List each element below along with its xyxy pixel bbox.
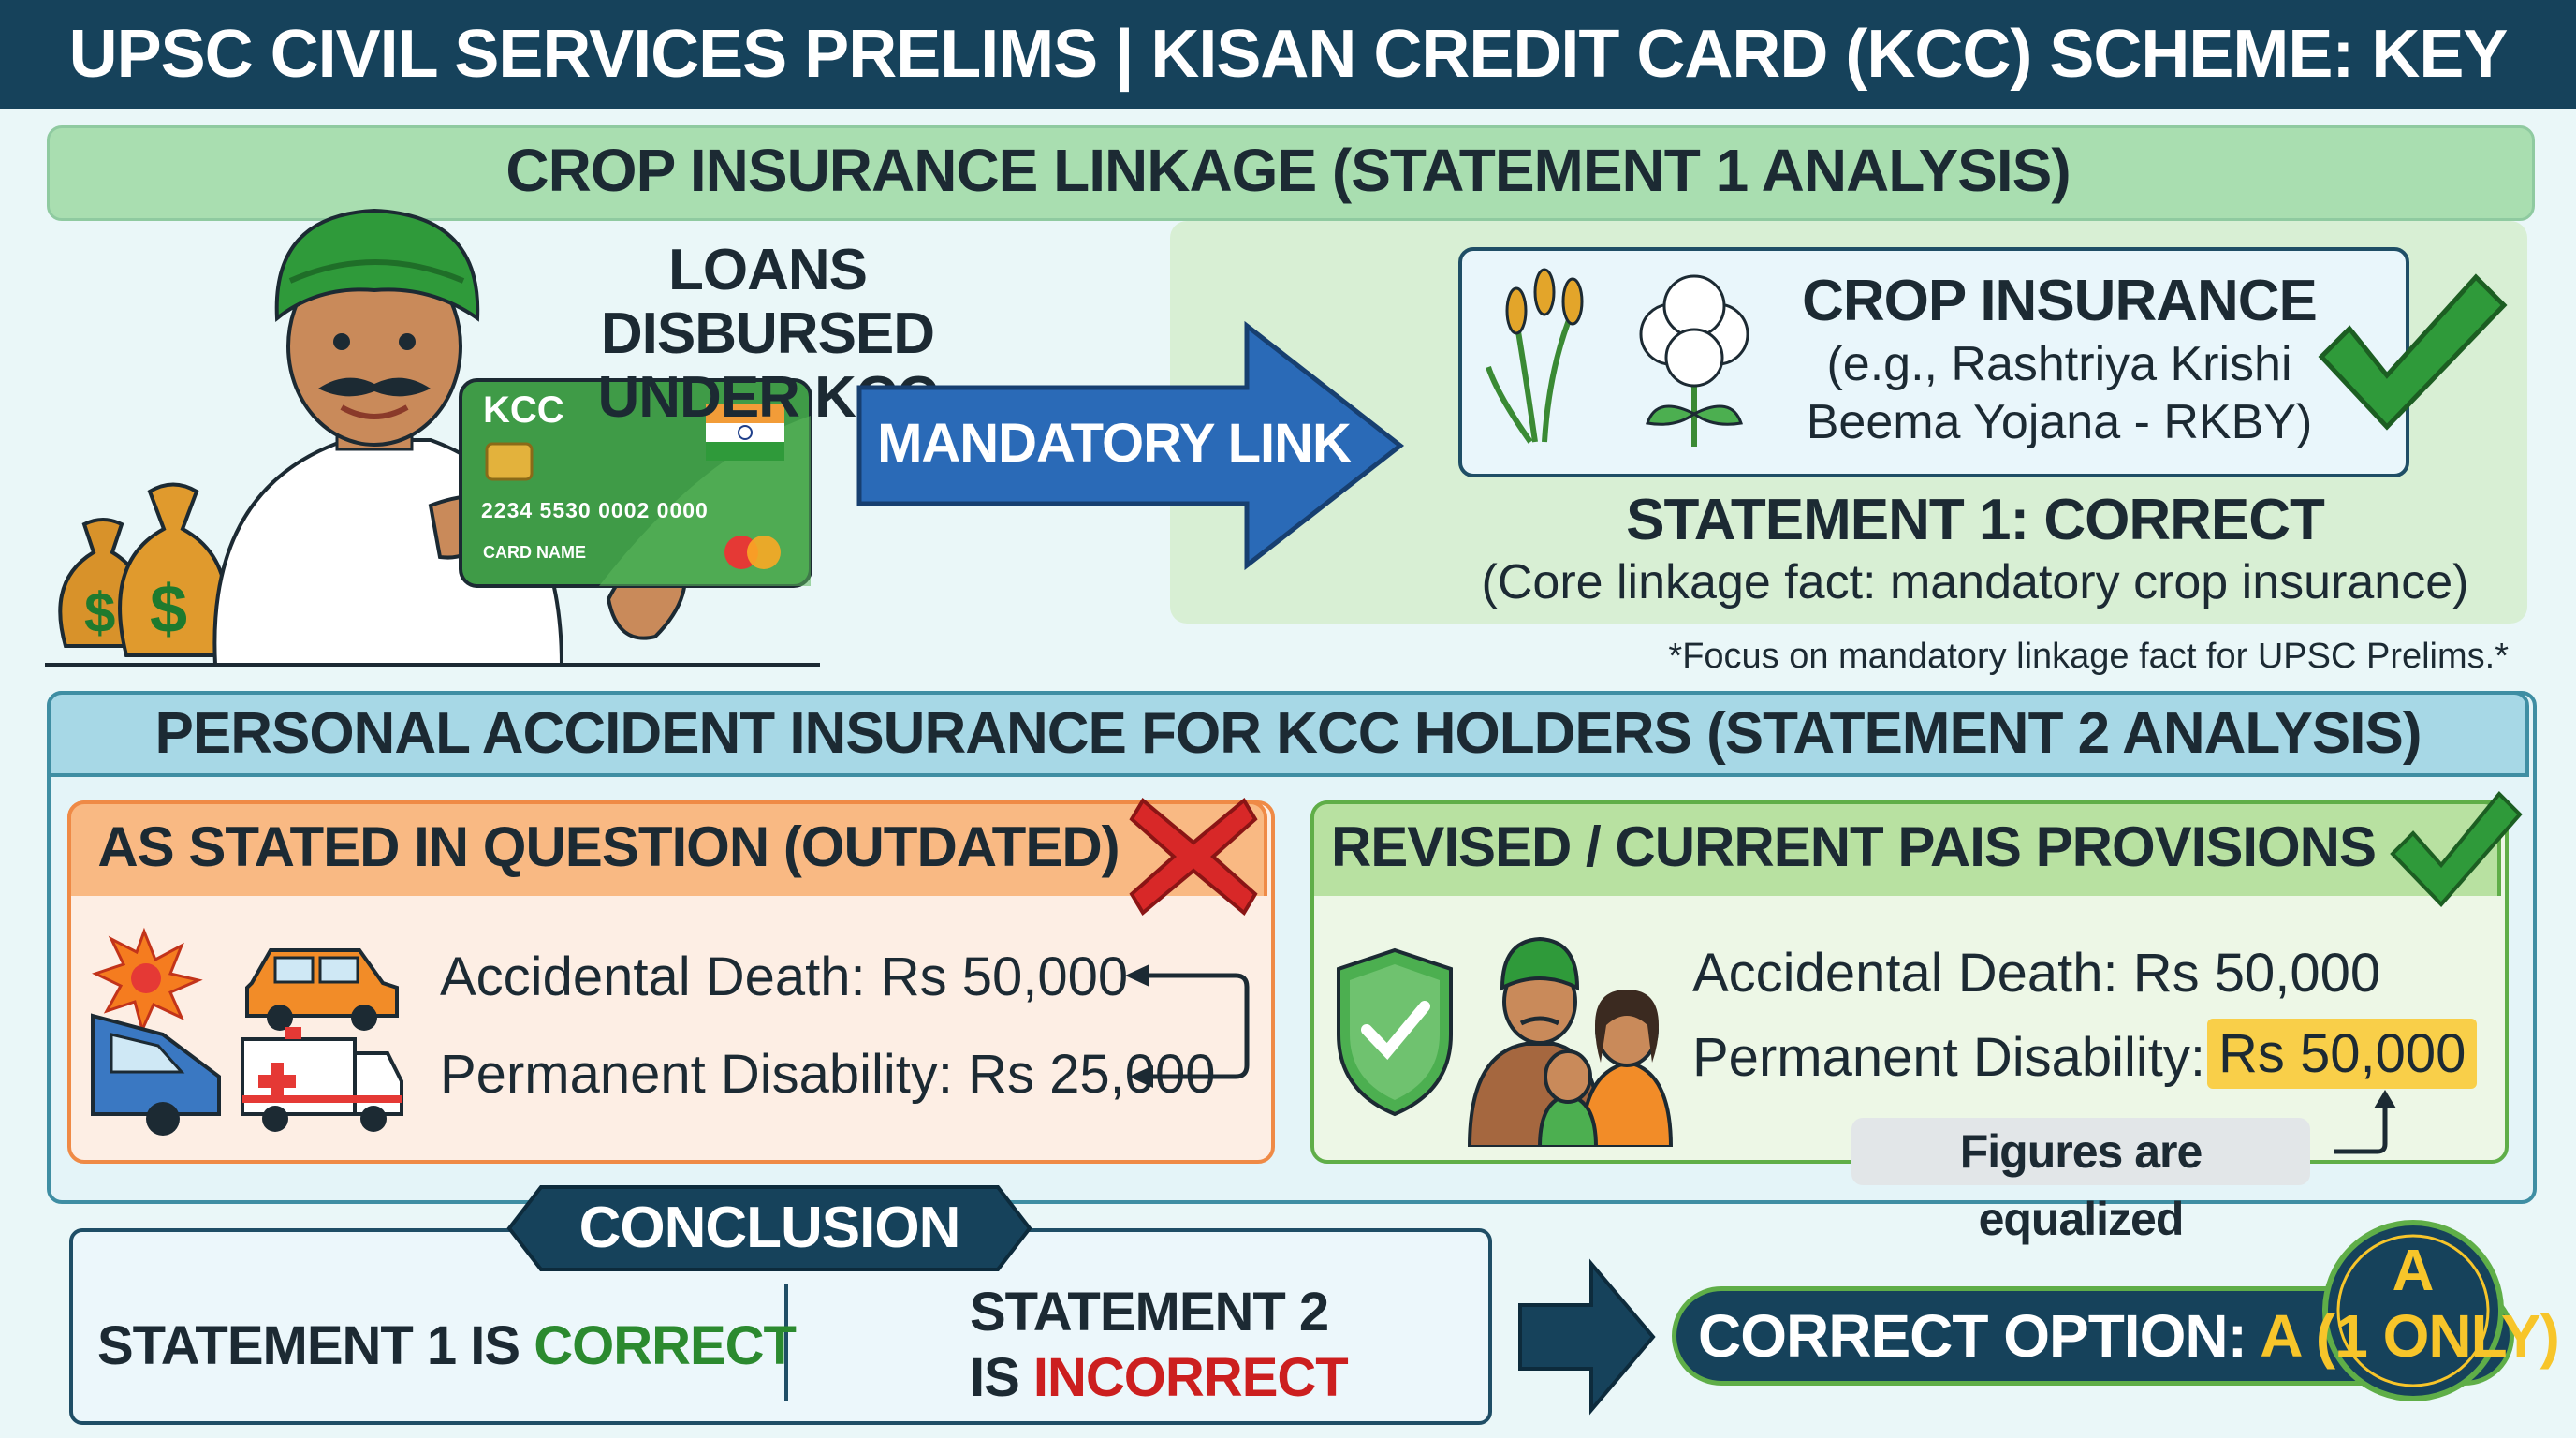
section1-header bbox=[47, 125, 2535, 221]
crop-insurance-title: CROP INSURANCE bbox=[1802, 269, 2318, 333]
old-permanent-disability: Permanent Disability: Rs 25,000 bbox=[440, 1044, 1216, 1105]
conclusion-ribbon bbox=[506, 1185, 1032, 1271]
svg-text:$: $ bbox=[150, 572, 187, 647]
revised-title: REVISED / CURRENT PAIS PROVISIONS bbox=[1330, 815, 2377, 878]
section1-title: CROP INSURANCE LINKAGE (STATEMENT 1 ANAL… bbox=[505, 137, 2071, 204]
title-banner bbox=[0, 0, 2576, 109]
focus-note: *Focus on mandatory linkage fact for UPS… bbox=[1668, 637, 2509, 676]
wheat-icon bbox=[1486, 268, 1584, 444]
family-illustration bbox=[1337, 936, 1674, 1147]
statement2-conclusion-line2: IS INCORRECT bbox=[970, 1346, 1349, 1409]
statement1-conclusion-prefix: STATEMENT 1 IS bbox=[97, 1315, 534, 1376]
new-permanent-disability-label: Permanent Disability: bbox=[1692, 1027, 2205, 1088]
page-title: UPSC CIVIL SERVICES PRELIMS | KISAN CRED… bbox=[68, 17, 2509, 200]
india-flag-icon bbox=[706, 404, 784, 461]
crop-example-line1: (e.g., Rashtriya Krishi bbox=[1826, 337, 2292, 391]
answer-arrow bbox=[1518, 1258, 1656, 1416]
accident-icons bbox=[91, 927, 403, 1136]
conclusion-title: CONCLUSION bbox=[578, 1196, 961, 1260]
new-permanent-disability-value: Rs 50,000 bbox=[2207, 1019, 2478, 1089]
checkmark-icon bbox=[2390, 791, 2523, 907]
explosion-icon bbox=[92, 927, 203, 1034]
card-name-label: CARD NAME bbox=[483, 543, 586, 562]
kcc-card: KCC 2234 5530 0002 0000 CARD NAME bbox=[459, 378, 812, 588]
mandatory-link-label: MANDATORY LINK bbox=[877, 413, 1352, 474]
crop-example-line2: Beema Yojana - RKBY) bbox=[1806, 395, 2313, 449]
checkmark-icon bbox=[2318, 273, 2508, 431]
mastercard-icon bbox=[724, 536, 781, 569]
farmer-illustration: $ $ bbox=[45, 208, 820, 667]
money-bag-icon: $ bbox=[118, 482, 228, 657]
correct-option-label: CORRECT OPTION: A (1 ONLY) bbox=[1698, 1301, 2560, 1371]
revised-header bbox=[1310, 800, 2501, 896]
crashed-car-icon bbox=[91, 1013, 221, 1136]
statement1-status: CORRECT bbox=[534, 1315, 797, 1376]
card-number: 2234 5530 0002 0000 bbox=[481, 498, 709, 522]
mandatory-link-arrow bbox=[856, 320, 1405, 571]
statement2-status: INCORRECT bbox=[1032, 1347, 1349, 1408]
statement1-conclusion: STATEMENT 1 IS CORRECT bbox=[97, 1314, 797, 1377]
svg-text:$: $ bbox=[84, 581, 115, 644]
correct-option-prefix: CORRECT OPTION: bbox=[1698, 1302, 2261, 1370]
statement2-conclusion-prefix: IS bbox=[970, 1347, 1033, 1408]
crop-insurance-example: (e.g., Rashtriya Krishi Beema Yojana - R… bbox=[1760, 335, 2359, 451]
crop-insurance-box bbox=[1458, 247, 2409, 477]
old-accidental-death: Accidental Death: Rs 50,000 bbox=[440, 946, 1129, 1007]
car-icon bbox=[245, 948, 399, 1031]
loans-label-line1: LOANS DISBURSED bbox=[600, 238, 935, 366]
statement2-conclusion-line1: STATEMENT 2 bbox=[970, 1282, 1329, 1343]
statement1-result: STATEMENT 1: CORRECT bbox=[1626, 488, 2325, 552]
family-icon bbox=[1467, 936, 1674, 1147]
shield-icon bbox=[1337, 947, 1453, 1117]
new-accidental-death: Accidental Death: Rs 50,000 bbox=[1692, 943, 2381, 1004]
correct-option-value: A (1 ONLY) bbox=[2260, 1302, 2560, 1370]
outdated-title: AS STATED IN QUESTION (OUTDATED) bbox=[97, 815, 1120, 878]
section2-title: PERSONAL ACCIDENT INSURANCE FOR KCC HOLD… bbox=[154, 701, 2422, 766]
cross-icon bbox=[1129, 797, 1258, 917]
up-arrow-icon bbox=[2334, 1090, 2396, 1154]
outdated-header bbox=[67, 800, 1267, 896]
comparison-arrow bbox=[1125, 964, 1250, 1088]
equalized-note: Figures are equalized bbox=[1852, 1118, 2310, 1245]
section2-header bbox=[47, 691, 2529, 777]
chip-icon bbox=[485, 442, 534, 481]
card-brand: KCC bbox=[483, 389, 564, 431]
conclusion-divider bbox=[784, 1284, 788, 1401]
ambulance-icon bbox=[241, 1027, 403, 1132]
statement1-note: (Core linkage fact: mandatory crop insur… bbox=[1481, 555, 2469, 609]
answer-letter: A bbox=[2392, 1239, 2435, 1303]
answer-badge-icon bbox=[2322, 1220, 2504, 1401]
cotton-icon bbox=[1639, 274, 1749, 447]
crop-icons bbox=[1486, 268, 1749, 447]
